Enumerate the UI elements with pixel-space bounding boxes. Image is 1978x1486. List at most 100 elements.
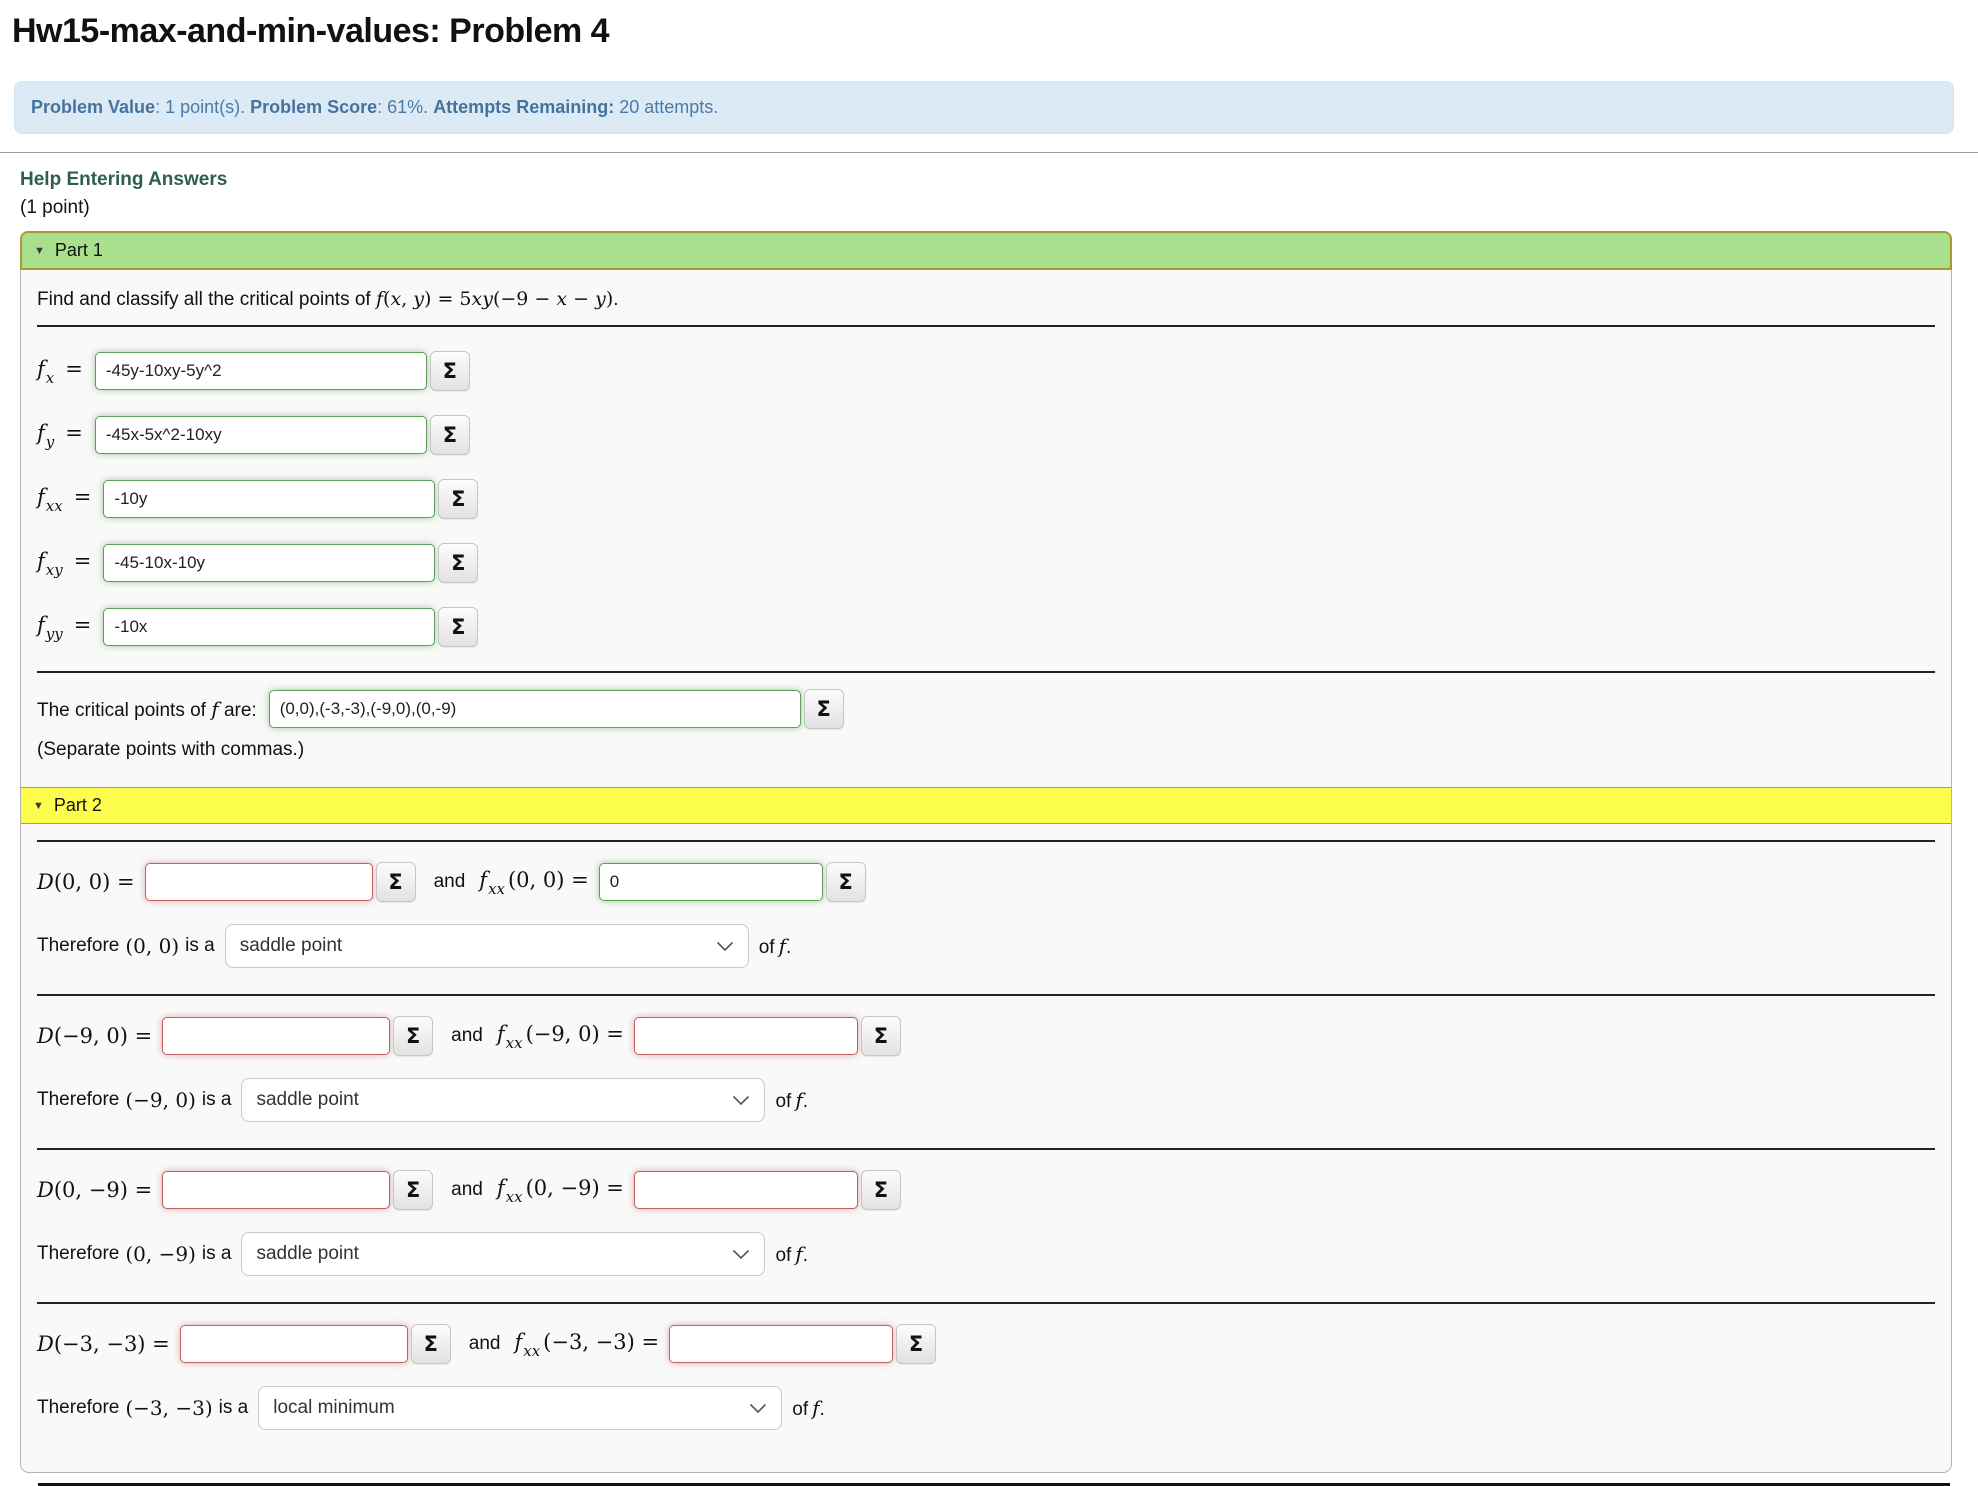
collapse-triangle-icon: ▼	[34, 244, 45, 257]
fx-label: fx=	[37, 356, 83, 388]
and-text: and	[451, 1179, 483, 1200]
is-a-text: is a	[218, 1397, 249, 1418]
intro-math: f(x, y) = 5xy(−9 − x − y)	[376, 288, 614, 310]
equation-editor-button[interactable]: Σ	[438, 543, 479, 583]
equation-editor-button[interactable]: Σ	[429, 351, 470, 391]
fxx-at-point-label: fxx(−3, −3) =	[514, 1329, 660, 1361]
problem-score-text: : 61%.	[377, 97, 434, 117]
d-value-input[interactable]	[179, 1325, 408, 1363]
equation-editor-button[interactable]: Σ	[860, 1170, 901, 1210]
fxx-label: fxx=	[37, 484, 92, 516]
problem-body: Help Entering Answers (1 point) ▼ Part 1…	[20, 167, 1952, 1486]
selected-classification: saddle point	[239, 935, 343, 956]
part1-intro: Find and classify all the critical point…	[37, 288, 1935, 311]
therefore-text: Therefore	[37, 1089, 120, 1110]
and-text: and	[468, 1333, 501, 1354]
scaffold-accordion: ▼ Part 1 Find and classify all the criti…	[20, 231, 1952, 1473]
fx-row: fx= Σ	[37, 351, 1935, 391]
equation-editor-button[interactable]: Σ	[410, 1324, 451, 1364]
equation-editor-button[interactable]: Σ	[438, 479, 479, 519]
selected-classification: saddle point	[256, 1089, 359, 1110]
critical-points-row: The critical points of f are: Σ	[37, 689, 1935, 729]
equation-editor-button[interactable]: Σ	[803, 689, 844, 729]
divider	[37, 325, 1935, 327]
fxx-value-input[interactable]	[633, 1171, 858, 1209]
help-entering-answers-link[interactable]: Help Entering Answers	[20, 169, 228, 190]
fy-label: fy=	[37, 420, 83, 452]
therefore-row-neg3-neg3: Therefore (−3, −3) is a local minimum of…	[37, 1386, 1935, 1430]
problem-info-bar: Problem Value: 1 point(s). Problem Score…	[14, 81, 1954, 134]
fyy-answer-input[interactable]	[103, 608, 436, 646]
fy-answer-input[interactable]	[94, 416, 427, 454]
fxx-value-input[interactable]	[598, 863, 823, 901]
equation-editor-button[interactable]: Σ	[393, 1016, 434, 1056]
fxy-label: fxy=	[37, 548, 92, 580]
part2-body: D(0, 0) = Σ and fxx(0, 0) = Σ Therefore …	[21, 824, 1951, 1472]
fxx-value-input[interactable]	[669, 1325, 894, 1363]
classification-select[interactable]: saddle point	[241, 1078, 766, 1122]
equation-editor-button[interactable]: Σ	[438, 607, 479, 647]
equation-editor-button[interactable]: Σ	[393, 1170, 434, 1210]
separate-points-note: (Separate points with commas.)	[37, 739, 305, 760]
d-label: D(0, 0) =	[37, 870, 135, 894]
equation-editor-button[interactable]: Σ	[860, 1016, 901, 1056]
point-label: (−3, −3)	[125, 1396, 213, 1420]
d-row-neg3-neg3: D(−3, −3) = Σ and fxx(−3, −3) = Σ	[37, 1324, 1935, 1364]
part1-body: Find and classify all the critical point…	[21, 270, 1951, 787]
is-a-text: is a	[185, 935, 215, 956]
point-label: (0, −9)	[125, 1242, 196, 1266]
divider	[37, 840, 1935, 842]
and-text: and	[451, 1025, 483, 1046]
divider	[37, 671, 1935, 673]
critical-points-input[interactable]	[268, 690, 801, 728]
fxx-answer-input[interactable]	[103, 480, 436, 518]
divider	[37, 1148, 1935, 1150]
intro-prefix: Find and classify all the critical point…	[37, 289, 371, 310]
page-title: Hw15-max-and-min-values: Problem 4	[12, 12, 610, 50]
d-value-input[interactable]	[162, 1017, 391, 1055]
d-label: D(−9, 0) =	[37, 1024, 153, 1048]
part1-header-label: Part 1	[54, 240, 103, 260]
fxx-at-point-label: fxx(0, −9) =	[496, 1175, 624, 1207]
is-a-text: is a	[201, 1243, 232, 1264]
fxx-row: fxx= Σ	[37, 479, 1935, 519]
classification-select[interactable]: local minimum	[258, 1386, 783, 1430]
fy-row: fy= Σ	[37, 415, 1935, 455]
problem-value-text: : 1 point(s).	[155, 97, 251, 117]
fxx-at-point-label: fxx(0, 0) =	[479, 867, 589, 899]
d-row-neg9-0: D(−9, 0) = Σ and fxx(−9, 0) = Σ	[37, 1016, 1935, 1056]
fx-answer-input[interactable]	[94, 352, 427, 390]
fxy-row: fxy= Σ	[37, 543, 1935, 583]
attempts-remaining-label: Attempts Remaining:	[433, 97, 615, 117]
chevron-down-icon	[716, 941, 734, 952]
equation-editor-button[interactable]: Σ	[825, 862, 866, 902]
fxy-answer-input[interactable]	[103, 544, 436, 582]
d-label: D(−3, −3) =	[37, 1332, 170, 1356]
problem-value-label: Problem Value	[31, 97, 156, 117]
d-value-input[interactable]	[162, 1171, 391, 1209]
equation-editor-button[interactable]: Σ	[429, 415, 470, 455]
equation-editor-button[interactable]: Σ	[896, 1324, 937, 1364]
part2-header[interactable]: ▼ Part 2	[21, 787, 1951, 824]
fxx-value-input[interactable]	[633, 1017, 858, 1055]
intro-suffix: .	[613, 289, 619, 310]
selected-classification: saddle point	[256, 1243, 359, 1264]
problem-score-label: Problem Score	[250, 97, 378, 117]
points-note: (1 point)	[20, 197, 90, 218]
header-divider	[0, 152, 1978, 153]
and-text: and	[433, 871, 466, 892]
equation-editor-button[interactable]: Σ	[375, 862, 416, 902]
d-value-input[interactable]	[144, 863, 373, 901]
classification-select[interactable]: saddle point	[241, 1232, 766, 1276]
d-row-0-neg9: D(0, −9) = Σ and fxx(0, −9) = Σ	[37, 1170, 1935, 1210]
divider	[37, 1302, 1935, 1304]
d-row-0-0: D(0, 0) = Σ and fxx(0, 0) = Σ	[37, 862, 1935, 902]
critical-points-label: The critical points of f are:	[37, 696, 257, 721]
part1-header[interactable]: ▼ Part 1	[20, 231, 1952, 270]
classification-select[interactable]: saddle point	[224, 924, 749, 968]
